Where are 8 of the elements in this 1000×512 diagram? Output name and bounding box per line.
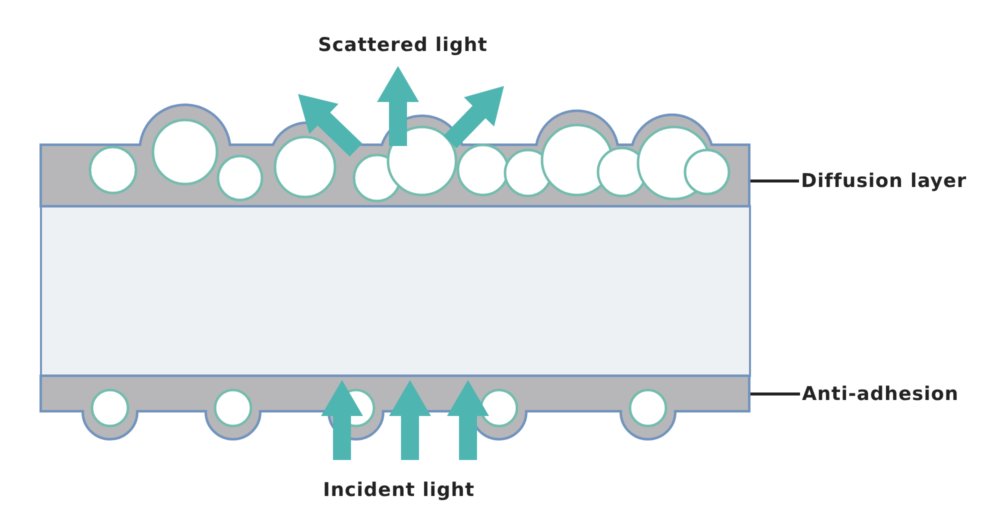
arrow-label: Scattered light: [318, 34, 488, 56]
leader-line: [750, 180, 799, 182]
diffusion-layer: [39, 103, 751, 208]
layer-label: Diffusion layer: [801, 170, 967, 192]
leader-line: [750, 392, 800, 396]
arrow-label: Incident light: [323, 479, 475, 501]
layer-label: Anti-adhesion: [802, 383, 959, 405]
substrate-layer: [40, 205, 750, 377]
